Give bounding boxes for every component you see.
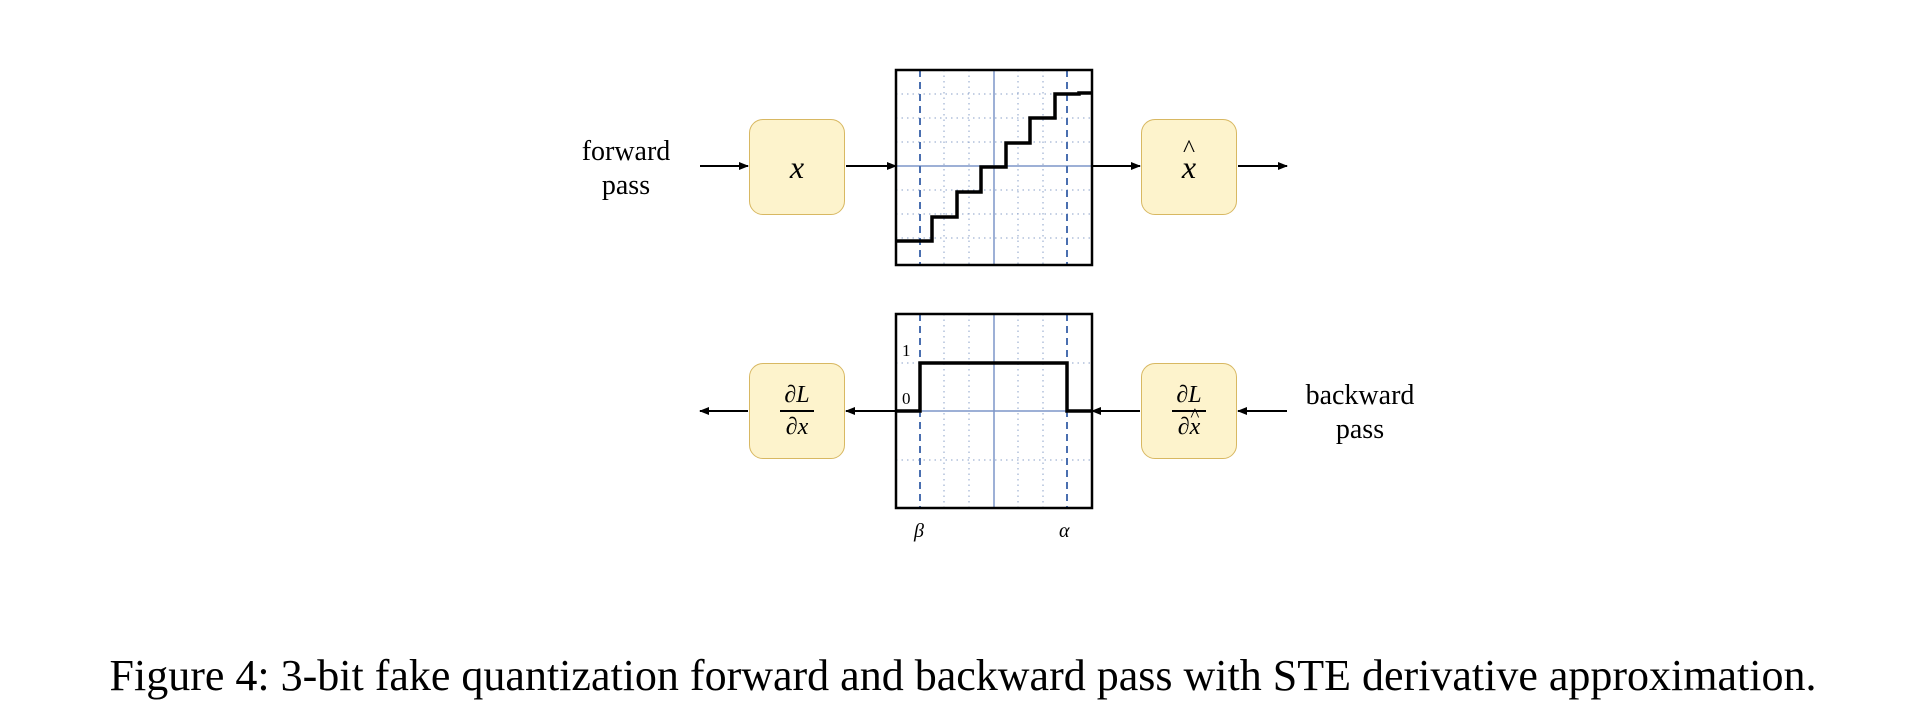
grad-input-denominator: ∂x — [785, 414, 809, 440]
forward-plot-frame — [894, 68, 1094, 267]
grad-output-numerator: ∂L — [1176, 382, 1202, 408]
backward-ste-plot — [894, 312, 1094, 510]
backward-pass-label-line1: backward — [1305, 380, 1415, 411]
beta-label: β — [914, 520, 924, 542]
grad-output-fraction: ∂L ∂x — [1172, 383, 1206, 439]
grad-input-numerator: ∂L — [784, 382, 810, 408]
grad-output-denominator-xhat: x — [1190, 415, 1201, 439]
backward-ytick-1: 1 — [902, 341, 911, 360]
alpha-label: α — [1059, 520, 1070, 542]
grad-output-fraction-bar — [1172, 410, 1206, 412]
backward-pass-label: backward pass — [1280, 379, 1440, 447]
backward-plot-frame — [894, 312, 1094, 510]
backward-pass-label-line2: pass — [1335, 414, 1385, 445]
input-x-symbol: x — [789, 148, 805, 185]
quantization-staircase — [896, 91, 1092, 243]
grad-output-denominator: ∂x — [1178, 415, 1201, 439]
output-xhat-box: x — [1141, 119, 1237, 215]
forward-pass-label: forward pass — [546, 135, 706, 203]
forward-quantizer-plot — [894, 68, 1094, 267]
output-xhat-symbol: x — [1182, 149, 1196, 186]
input-x-box: x — [749, 119, 845, 215]
figure-caption: Figure 4: 3-bit fake quantization forwar… — [109, 651, 1817, 700]
grad-output-box: ∂L ∂x — [1141, 363, 1237, 459]
backward-ytick-0: 0 — [902, 389, 911, 408]
grad-input-box: ∂L ∂x — [749, 363, 845, 459]
grad-input-fraction-bar — [780, 410, 814, 412]
fake-quantization-diagram — [699, 68, 1288, 510]
ste-gradient-window — [896, 361, 1092, 413]
forward-pass-label-line1: forward — [581, 136, 671, 167]
forward-pass-label-line2: pass — [601, 170, 651, 201]
grad-input-fraction: ∂L ∂x — [780, 383, 814, 439]
